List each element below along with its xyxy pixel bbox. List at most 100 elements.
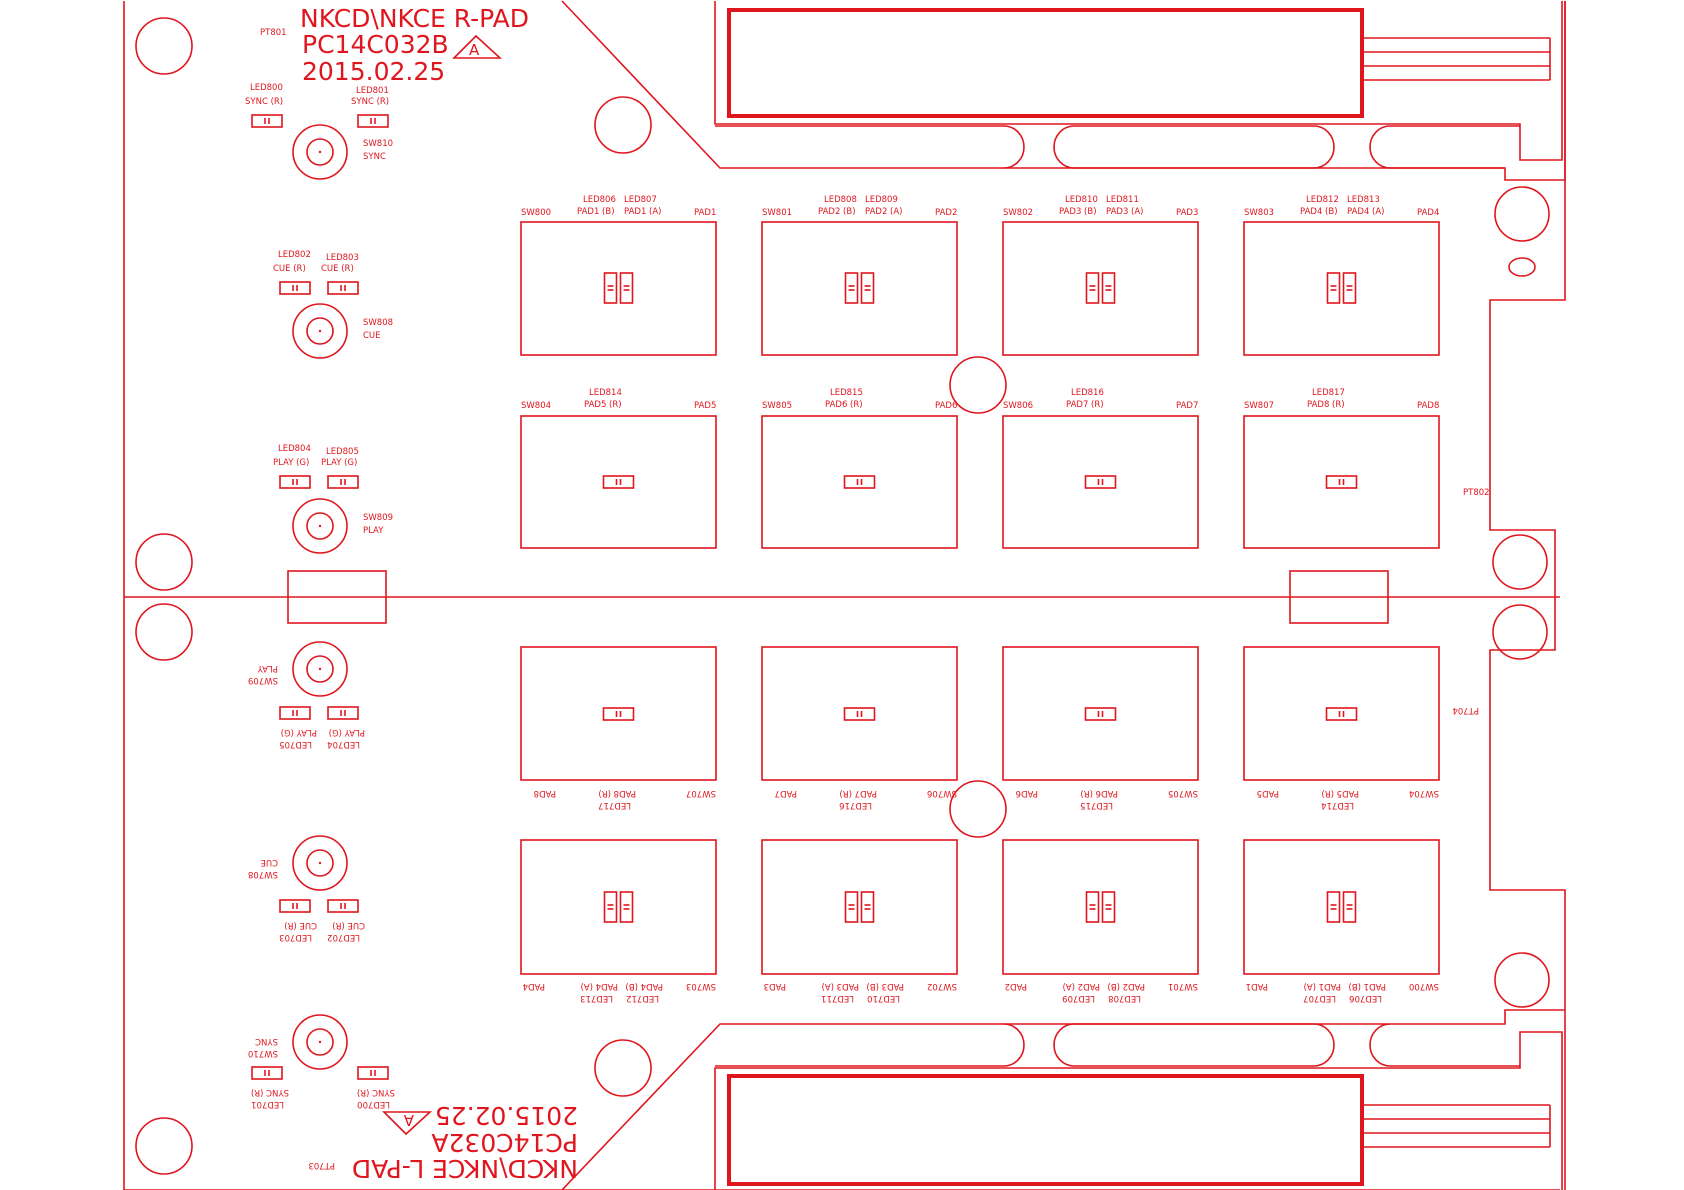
led-footprint — [843, 707, 876, 721]
led-function-label: CUE (R) — [273, 264, 306, 274]
led-ref-label: LED703 — [279, 932, 312, 942]
led-ref-label: LED713 — [580, 993, 613, 1003]
switch-ref-label: SW702 — [927, 981, 957, 991]
switch-ref-label: SW709 — [248, 675, 278, 685]
pt801-label: PT801 — [260, 28, 287, 38]
led-function-label: PAD1 (A) — [1304, 981, 1342, 991]
led-function-label: CUE (R) — [332, 920, 365, 930]
switch-function-label: CUE — [260, 857, 278, 867]
pad-name-label: PAD8 — [1417, 401, 1439, 411]
led-ref-label: LED801 — [356, 86, 389, 96]
led-function-label: SYNC (R) — [251, 1087, 289, 1097]
pad-name-label: PAD5 — [694, 401, 716, 411]
switch-ref-label: SW708 — [248, 869, 278, 879]
led-footprint — [279, 475, 311, 489]
led-function-label: PAD1 (B) — [1348, 981, 1386, 991]
switch-ref-label: SW801 — [762, 208, 792, 218]
led-footprint — [1342, 272, 1357, 304]
switch-ref-label: SW703 — [686, 981, 716, 991]
led-function-label: PAD3 (B) — [866, 981, 904, 991]
led-function-label: PAD4 (B) — [625, 981, 663, 991]
led-function-label: PLAY (G) — [281, 727, 317, 737]
switch-ref-label: SW803 — [1244, 208, 1274, 218]
led-ref-label: LED714 — [1321, 800, 1354, 810]
r-pad-rev: A — [469, 41, 480, 59]
led-footprint — [860, 272, 875, 304]
led-function-label: PLAY (G) — [273, 458, 309, 468]
led-ref-label: LED711 — [821, 993, 854, 1003]
led-footprint — [357, 1066, 389, 1080]
led-footprint — [1326, 891, 1341, 923]
led-ref-label: LED716 — [839, 800, 872, 810]
tact-switch-icon — [292, 641, 348, 697]
l-pad-title: NKCD\NKCE L-PAD — [352, 1154, 578, 1183]
led-footprint — [357, 114, 389, 128]
led-footprint — [327, 706, 359, 720]
led-footprint — [602, 475, 635, 489]
led-function-label: PAD6 (R) — [825, 400, 863, 410]
led-footprint — [1084, 475, 1117, 489]
tact-switch-icon — [292, 1014, 348, 1070]
led-function-label: PAD7 (R) — [839, 788, 877, 798]
switch-ref-label: SW802 — [1003, 208, 1033, 218]
switch-ref-label: SW705 — [1168, 788, 1198, 798]
rev-triangle-icon — [382, 1111, 433, 1136]
l-pad-part-number: PC14C032A — [431, 1128, 578, 1157]
led-footprint — [251, 1066, 283, 1080]
led-function-label: CUE (R) — [321, 264, 354, 274]
switch-ref-label: SW704 — [1409, 788, 1439, 798]
rev-triangle-icon — [452, 34, 503, 59]
led-ref-label: LED702 — [327, 932, 360, 942]
tact-switch-icon — [292, 124, 348, 180]
switch-ref-label: SW706 — [927, 788, 957, 798]
led-footprint — [251, 114, 283, 128]
pt802-label: PT802 — [1463, 488, 1490, 498]
led-footprint — [1325, 475, 1358, 489]
led-footprint — [1084, 707, 1117, 721]
switch-ref-label: SW707 — [686, 788, 716, 798]
switch-function-label: CUE — [363, 331, 381, 341]
led-function-label: PAD1 (A) — [624, 207, 662, 217]
switch-function-label: PLAY — [363, 526, 384, 536]
switch-function-label: PLAY — [257, 663, 278, 673]
led-ref-label: LED705 — [279, 739, 312, 749]
tact-switch-icon — [292, 835, 348, 891]
led-function-label: CUE (R) — [284, 920, 317, 930]
pad-name-label: PAD3 — [1176, 208, 1198, 218]
led-ref-label: LED806 — [583, 195, 616, 205]
switch-ref-label: SW800 — [521, 208, 551, 218]
led-ref-label: LED700 — [357, 1099, 390, 1109]
r-pad-date: 2015.02.25 — [302, 57, 445, 86]
led-ref-label: LED715 — [1080, 800, 1113, 810]
led-footprint — [603, 272, 618, 304]
led-function-label: PAD6 (R) — [1080, 788, 1118, 798]
r-pad-header: NKCD\NKCE R-PAD PC14C032B 2015.02.25 A P… — [260, 4, 1490, 498]
led-footprint — [619, 891, 634, 923]
r-pad-part-number: PC14C032B — [302, 30, 449, 59]
led-footprint — [1342, 891, 1357, 923]
led-ref-label: LED809 — [865, 195, 898, 205]
led-footprint — [279, 706, 311, 720]
led-footprint — [1101, 272, 1116, 304]
l-pad-rev: A — [403, 1111, 414, 1129]
pad-name-label: PAD7 — [775, 788, 797, 798]
pad-name-label: PAD6 — [935, 401, 957, 411]
led-function-label: PAD2 (B) — [1107, 981, 1145, 991]
led-footprint — [1325, 707, 1358, 721]
led-footprint — [843, 475, 876, 489]
switch-ref-label: SW805 — [762, 401, 792, 411]
